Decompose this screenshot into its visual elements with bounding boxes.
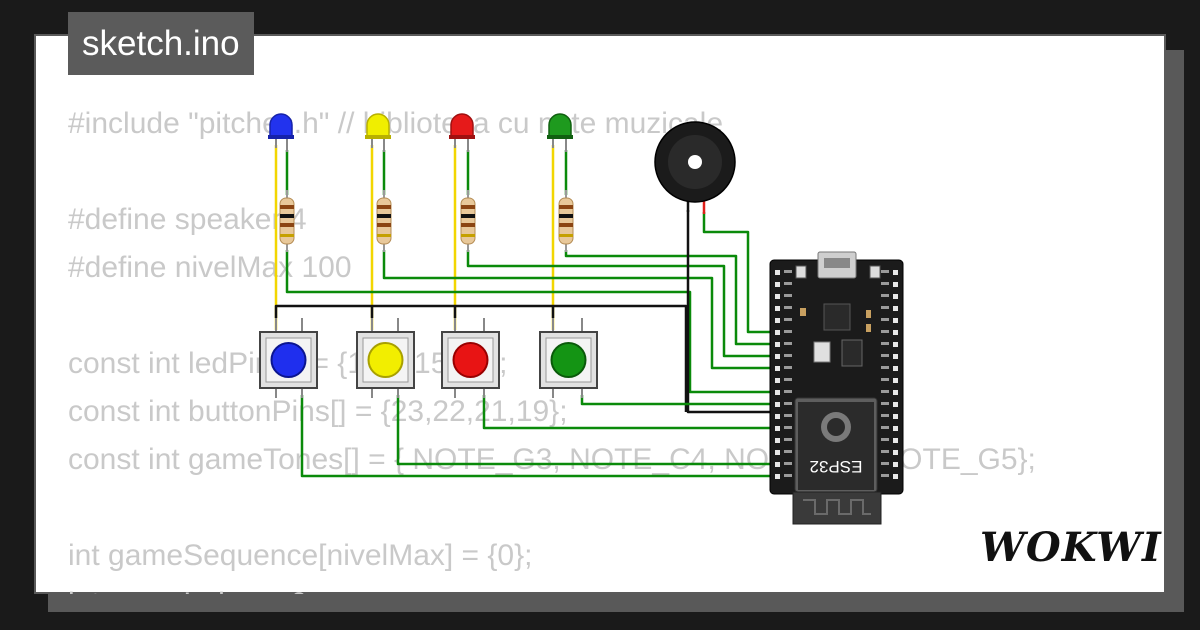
red-led[interactable] — [449, 113, 475, 152]
wire-green — [382, 250, 774, 370]
file-tab[interactable]: sketch.ino — [68, 12, 254, 75]
wire-green — [285, 250, 774, 394]
code-line: int gameSequence[nivelMax] = {0}; — [68, 539, 533, 572]
resistor-2[interactable] — [376, 190, 392, 252]
wire-green — [300, 395, 774, 478]
left-header-pins — [775, 270, 780, 479]
code-line: #define speaker 4 — [68, 203, 307, 236]
preview-card — [34, 34, 1166, 594]
wire-green — [466, 250, 774, 358]
bottom-shadow — [48, 594, 1184, 612]
wokwi-logo: WOKWI — [980, 524, 1162, 571]
wire-green — [580, 395, 774, 406]
resistor-1[interactable] — [279, 190, 295, 252]
esp32-board[interactable]: ESP32 — [769, 251, 904, 525]
wire-green — [702, 212, 774, 334]
resistor-3[interactable] — [460, 190, 476, 252]
yellow-led[interactable] — [365, 113, 391, 152]
right-header-pins — [893, 270, 898, 479]
blue-led[interactable] — [268, 113, 294, 152]
resistor-4[interactable] — [558, 190, 574, 252]
buzzer[interactable] — [654, 121, 736, 214]
code-line: #define nivelMax 100 — [68, 251, 352, 284]
green-button[interactable] — [539, 318, 598, 398]
code-line: const int buttonPins[] = {23,22,21,19}; — [68, 395, 568, 428]
wire-green — [482, 395, 774, 430]
yellow-button[interactable] — [356, 318, 415, 398]
wire-green — [396, 395, 774, 466]
chip-label: ESP32 — [810, 457, 863, 476]
green-led[interactable] — [547, 113, 573, 152]
wire-black — [274, 304, 688, 412]
wire-black — [686, 210, 774, 414]
blue-button[interactable] — [259, 318, 318, 398]
wire-green — [564, 250, 774, 346]
red-button[interactable] — [441, 318, 500, 398]
